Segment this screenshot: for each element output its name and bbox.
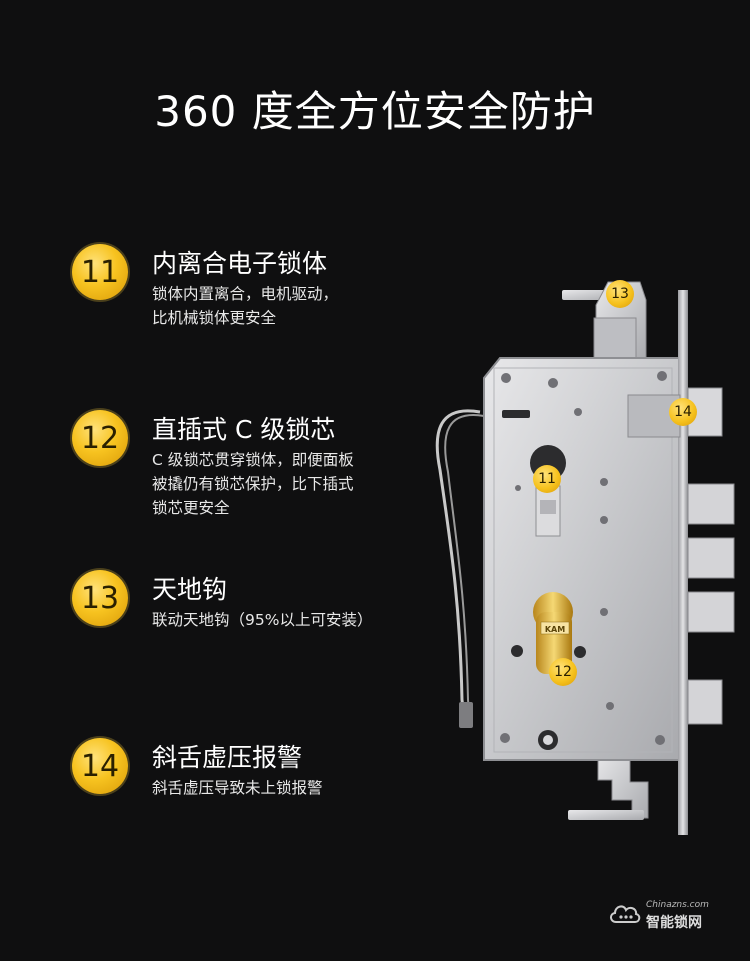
marker-14: 14: [669, 398, 697, 426]
feature-number-badge: 14: [72, 738, 128, 794]
feature-desc-line: 锁体内置离合，电机驱动，: [152, 285, 339, 303]
deadbolt: [687, 591, 735, 633]
cloud-logo-icon: [610, 905, 641, 923]
slot: [502, 410, 530, 418]
marker-13: 13: [606, 280, 634, 308]
feature-title: 直插式 C 级锁芯: [152, 415, 336, 444]
feature-desc-line: 被撬仍有锁芯保护，比下插式: [152, 475, 354, 493]
wire-connector: [459, 702, 473, 728]
feature-number-badge: 13: [72, 570, 128, 626]
cylinder-brand: KAM: [545, 625, 565, 634]
feature-description: 锁体内置离合，电机驱动， 比机械锁体更安全: [152, 282, 442, 330]
feature-desc-line: 斜舌虚压导致未上锁报警: [152, 779, 323, 797]
deadbolt: [687, 679, 723, 725]
feature-description: C 级锁芯贯穿锁体，即便面板 被撬仍有锁芯保护，比下插式 锁芯更安全: [152, 448, 442, 520]
bottom-hook: [597, 751, 649, 819]
wire: [435, 409, 481, 723]
watermark-url: Chinazns.com: [646, 900, 709, 910]
marker-12: 12: [549, 658, 577, 686]
deadbolt: [687, 483, 735, 525]
feature-title: 天地钩: [152, 575, 228, 604]
feature-desc-line: 比机械锁体更安全: [152, 309, 277, 327]
feature-number-badge: 11: [72, 244, 128, 300]
page-title: 360 度全方位安全防护: [154, 87, 596, 136]
feature-title: 内离合电子锁体: [152, 249, 328, 278]
marker-11: 11: [533, 465, 561, 493]
feature-title: 斜舌虚压报警: [152, 743, 303, 772]
watermark-name: 智能锁网: [646, 915, 702, 931]
feature-description: 斜舌虚压导致未上锁报警: [152, 776, 442, 800]
feature-desc-line: 联动天地钩（95%以上可安装）: [152, 611, 373, 629]
feature-description: 联动天地钩（95%以上可安装）: [152, 608, 442, 632]
feature-desc-line: C 级锁芯贯穿锁体，即便面板: [152, 451, 354, 469]
faceplate: [678, 290, 688, 835]
wire: [444, 414, 485, 723]
watermark: Chinazns.com 智能锁网: [608, 896, 738, 936]
feature-desc-line: 锁芯更安全: [152, 499, 230, 517]
feature-number-badge: 12: [72, 410, 128, 466]
bottom-rod: [568, 810, 644, 820]
deadbolt: [687, 537, 735, 579]
